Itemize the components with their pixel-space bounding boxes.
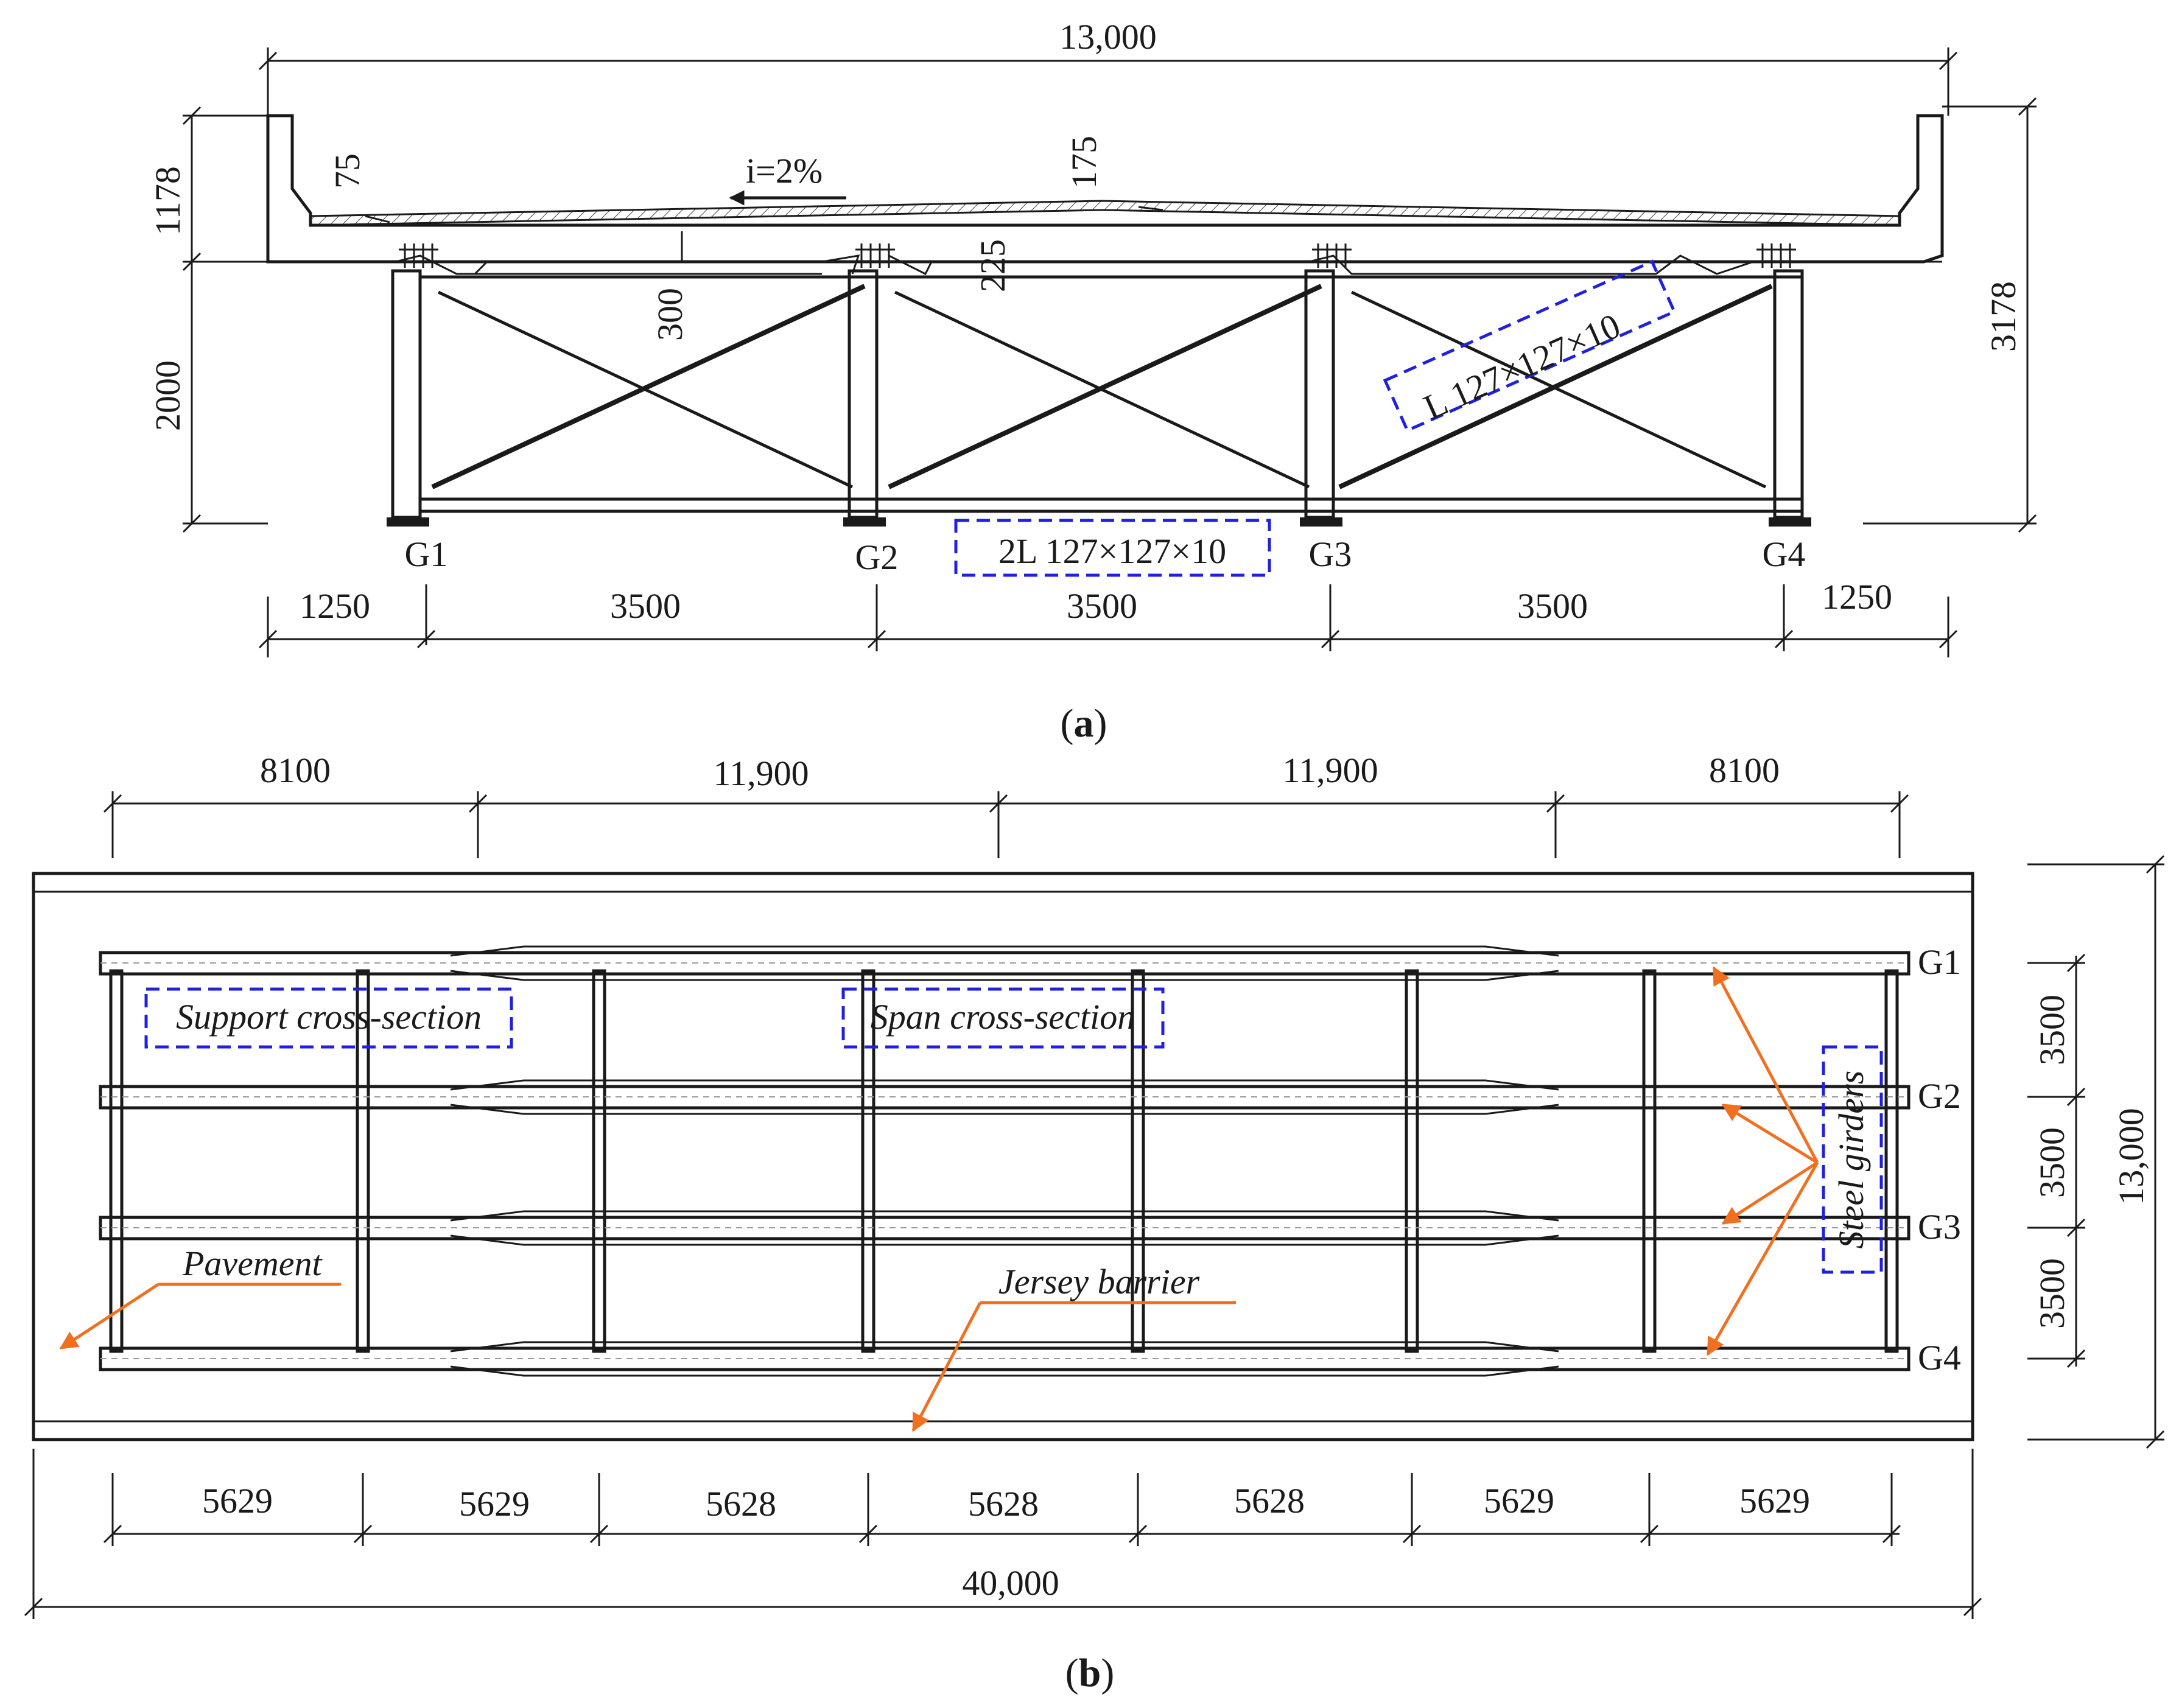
dim-bottom-7: 5629 (1739, 1481, 1810, 1521)
dim-cross-frame-spacing: 5629 5629 5628 5628 5628 5629 5629 (103, 1473, 1901, 1546)
callout-span-section: Span cross-section (841, 987, 1165, 1049)
dim-top-3: 11,900 (1282, 751, 1378, 790)
callout-steel-girders: Steel girders (1822, 1045, 1883, 1274)
dim-overhang-right: 1250 (1822, 577, 1892, 617)
label-pavement: Pavement (59, 1244, 341, 1350)
label-g2-b: G2 (1918, 1076, 1961, 1116)
label-g1-a: G1 (405, 534, 448, 574)
dim-right-total-width: 13,000 (2027, 855, 2165, 1449)
steel-girder-leaders (1706, 966, 1819, 1356)
dim-bottom-6: 5629 (1484, 1481, 1554, 1521)
dim-left-heights: 1178 2000 (148, 106, 268, 533)
label-g3-b: G3 (1918, 1207, 1961, 1247)
girder-g4-section (1756, 243, 1811, 527)
dim-bottom-2: 5629 (459, 1484, 530, 1524)
dim-spacing-2: 3500 (1067, 586, 1137, 626)
dim-total-width: 13,000 (258, 17, 1958, 116)
callout-support-section: Support cross-section (144, 987, 513, 1049)
label-jersey-barrier-text: Jersey barrier (998, 1262, 1200, 1301)
panel-b-plan-view: 8100 11,900 11,900 8100 (24, 751, 2165, 1695)
label-g4-b: G4 (1918, 1338, 1961, 1377)
callout-span-label: Span cross-section (871, 997, 1135, 1037)
dim-top-2: 11,900 (713, 754, 809, 793)
dim-total-length-label: 40,000 (962, 1563, 1059, 1603)
dim-right-height: 3178 (1863, 97, 2037, 533)
dim-bottom-1: 5629 (202, 1481, 273, 1521)
dim-spacing-3: 3500 (1517, 586, 1588, 626)
deck-slope: i=2% (729, 151, 846, 206)
label-g3-a: G3 (1309, 534, 1352, 574)
dim-girder-height: 2000 (148, 360, 188, 431)
girder-g2-section (843, 243, 895, 527)
thickness-175: 175 (1064, 136, 1104, 189)
dim-right-3: 3500 (2032, 1258, 2072, 1329)
girder-g3-section (1300, 243, 1352, 527)
label-pavement-text: Pavement (182, 1244, 323, 1283)
dim-span-segments: 8100 11,900 11,900 8100 (103, 751, 1909, 858)
deck-slab (266, 114, 1944, 275)
callout-support-label: Support cross-section (176, 997, 482, 1037)
dim-right-total: 13,000 (2111, 1108, 2151, 1205)
dim-top-1: 8100 (260, 751, 331, 790)
dim-bottom-5: 5628 (1234, 1481, 1305, 1521)
label-g1-b: G1 (1918, 942, 1961, 982)
thickness-300: 300 (650, 288, 690, 341)
dim-girder-spacing: 1250 3500 3500 3500 1250 (258, 577, 1958, 657)
slope-label: i=2% (746, 151, 823, 191)
dim-right-2: 3500 (2032, 1127, 2072, 1198)
girder-g1-section (387, 243, 438, 527)
girder-g1-plan (99, 945, 1911, 981)
girder-g2-plan (99, 1079, 1911, 1115)
caption-b-letter: b (1079, 1651, 1101, 1695)
callout-diagonal-section: L 127×127×10 (1383, 259, 1677, 433)
dim-overhang-left: 1250 (300, 586, 370, 626)
dim-top-4: 8100 (1709, 751, 1780, 790)
callout-bottom-chord-section: 2L 127×127×10 (954, 519, 1271, 577)
cross-frame-lines (109, 969, 1899, 1353)
caption-a-letter: a (1074, 701, 1094, 746)
dim-bottom-3: 5628 (706, 1484, 776, 1524)
deck-plan-outline (32, 872, 1974, 1441)
dim-total-length: 40,000 (24, 1449, 1982, 1619)
callout-steel-girders-label: Steel girders (1831, 1071, 1871, 1249)
girder-g3-plan (99, 1210, 1911, 1246)
thickness-225: 225 (973, 239, 1012, 292)
label-g4-a: G4 (1763, 534, 1806, 574)
panel-a-cross-section: 13,000 i=2% 75 175 225 300 (148, 17, 2037, 746)
caption-b: (b) (1065, 1651, 1115, 1695)
dim-right-1: 3500 (2032, 995, 2072, 1065)
dim-bottom-4: 5628 (968, 1484, 1039, 1524)
dim-right-girder-spacing: 3500 3500 3500 (2027, 953, 2086, 1368)
dim-total-height: 3178 (1984, 281, 2023, 352)
dim-spacing-1: 3500 (610, 586, 681, 626)
label-g2-a: G2 (855, 537, 899, 577)
callout-bottom-chord-label: 2L 127×127×10 (998, 531, 1226, 571)
dim-total-width-label: 13,000 (1059, 17, 1157, 57)
dim-deck-height: 1178 (148, 166, 188, 236)
thickness-75: 75 (328, 153, 367, 189)
caption-a: (a) (1061, 701, 1107, 746)
girder-g4-plan (99, 1341, 1911, 1377)
cross-frames (420, 275, 1802, 513)
label-jersey-barrier: Jersey barrier (911, 1262, 1236, 1432)
